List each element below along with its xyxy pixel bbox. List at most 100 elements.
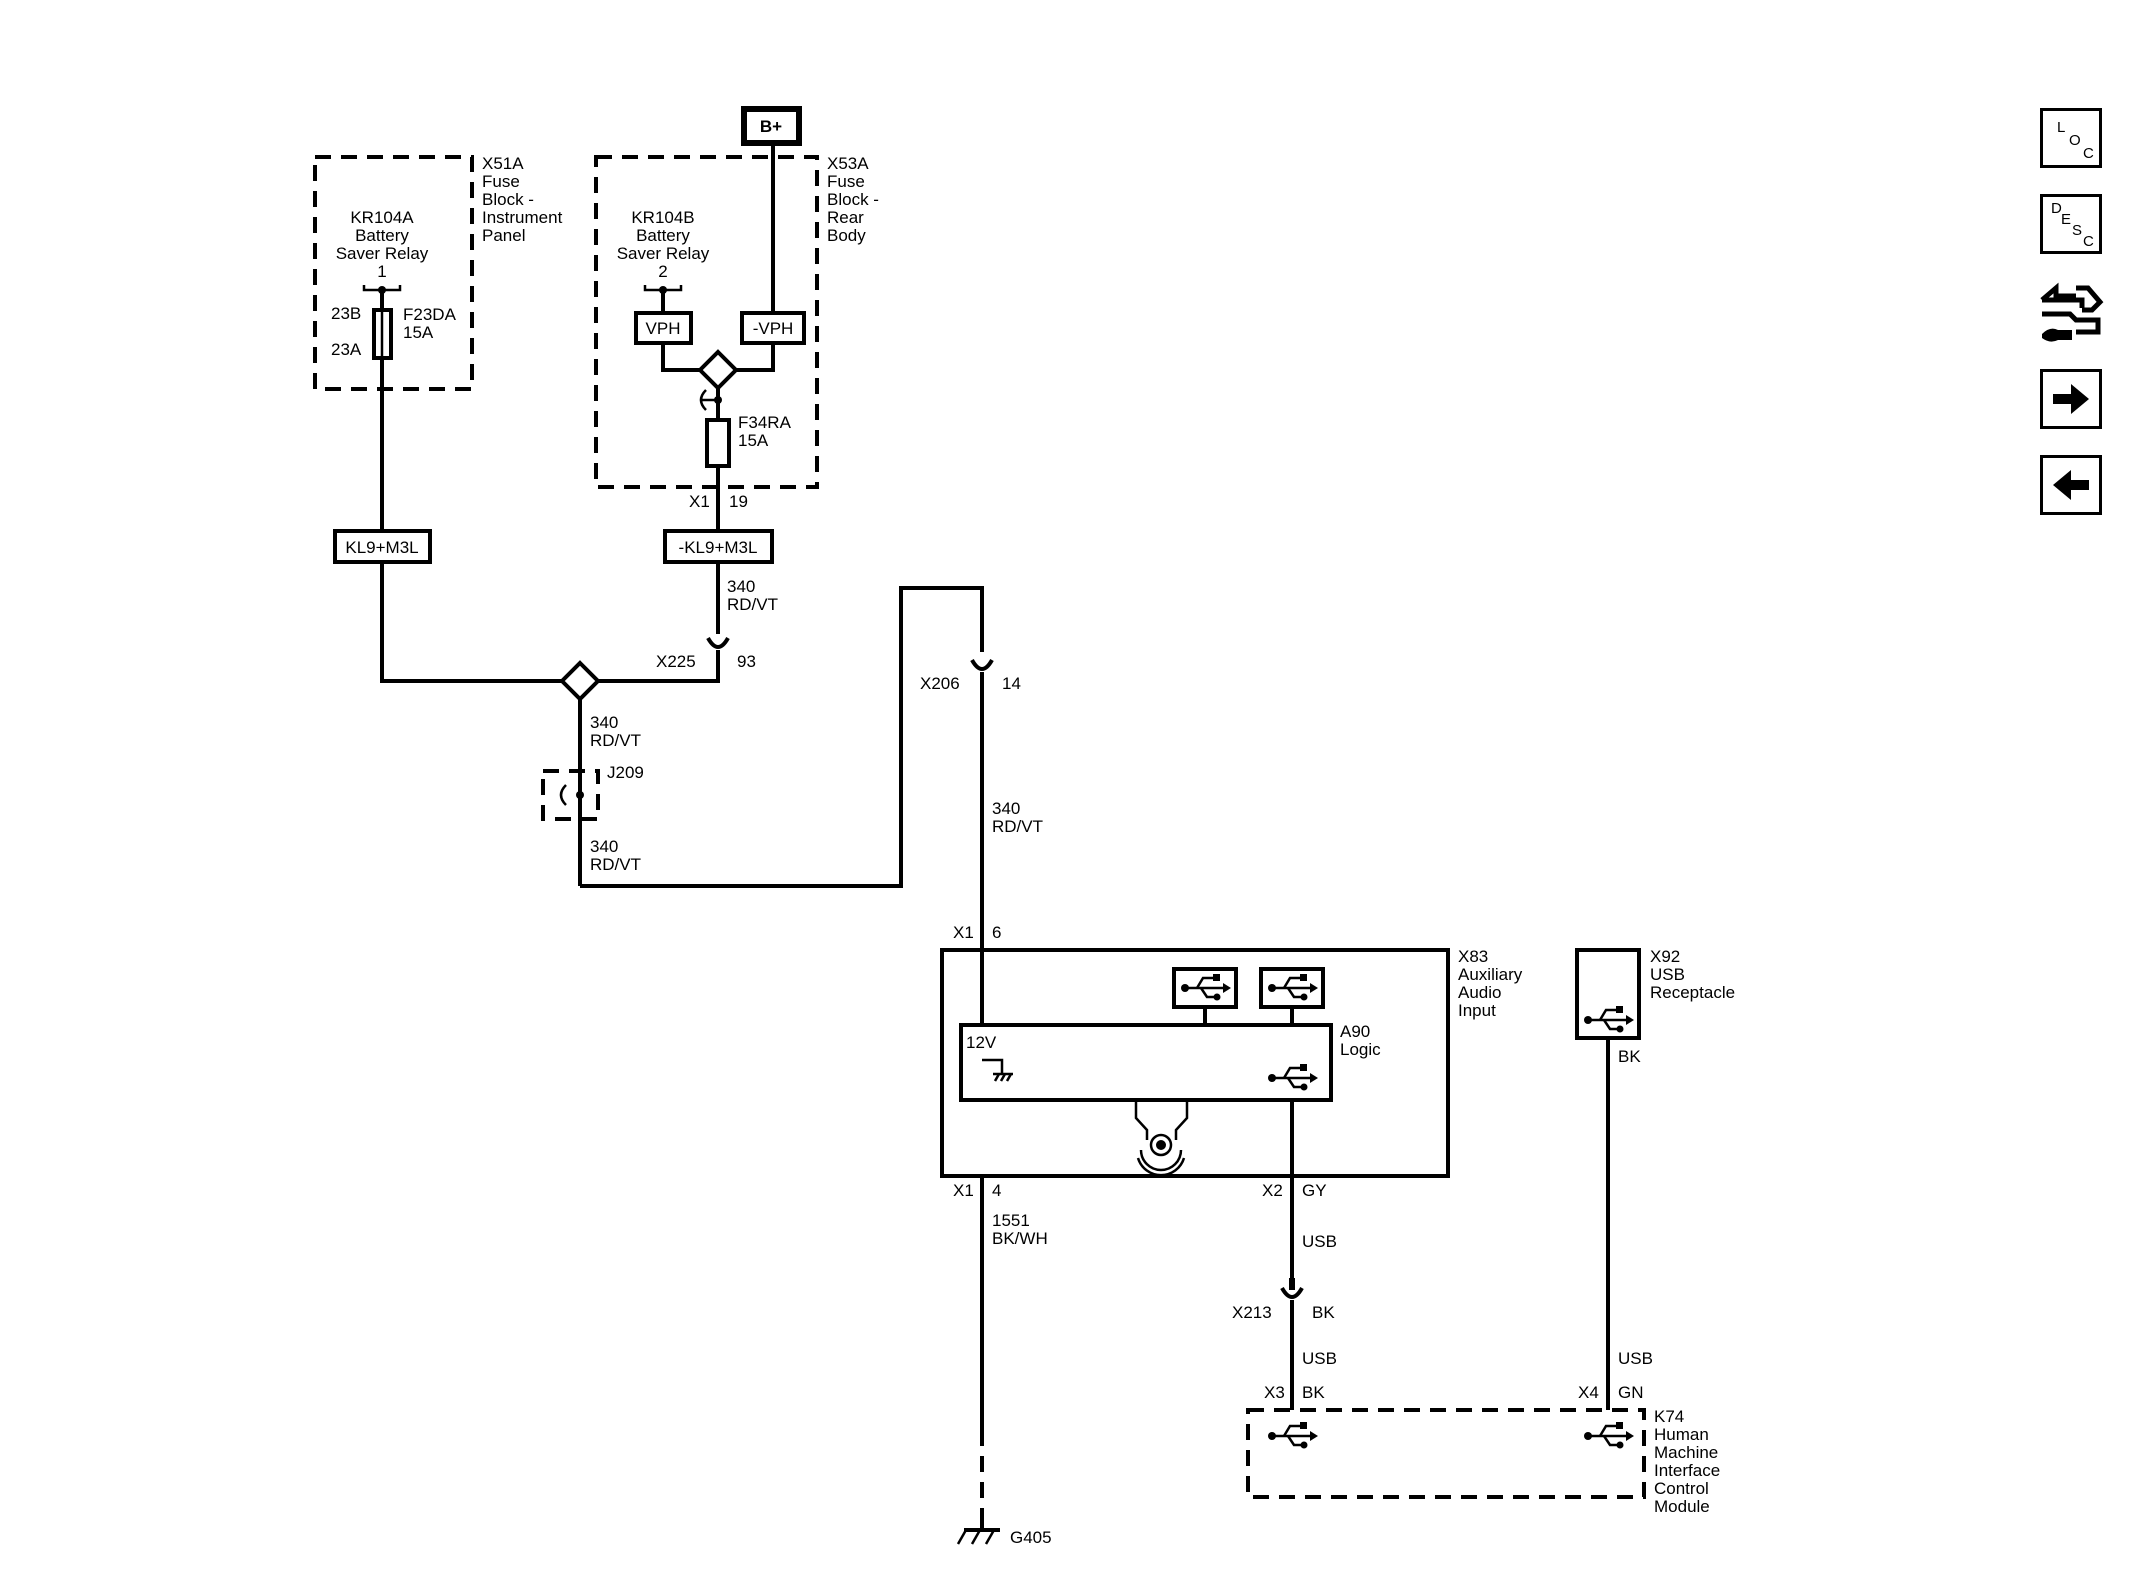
fuse-f23da-label: F23DA xyxy=(403,305,457,324)
battery-label: B+ xyxy=(760,117,782,136)
x83-x2: X2 xyxy=(1262,1181,1283,1200)
k74-line2: Human xyxy=(1654,1425,1709,1444)
x92-wire-color: BK xyxy=(1618,1047,1641,1066)
hmi-module-k74: X3 BK X4 GN K74 Human Machine Interface … xyxy=(1246,1383,1720,1516)
circuit-340-d-color: RD/VT xyxy=(992,817,1043,836)
circuit-340-a-color: RD/VT xyxy=(727,595,778,614)
k74-x3-pin: BK xyxy=(1302,1383,1325,1402)
fuse-f34ra-icon xyxy=(705,418,731,468)
usb-icon xyxy=(1266,1420,1320,1450)
desc-letter-c: C xyxy=(2083,233,2094,250)
fuse-f34ra-label: F34RA xyxy=(738,413,792,432)
x225-id: X225 xyxy=(656,652,696,671)
ground-label: G405 xyxy=(1010,1528,1052,1547)
ground-g405-icon xyxy=(956,1520,1000,1545)
usb-wire-c: USB xyxy=(1618,1349,1653,1368)
k74-line5: Control xyxy=(1654,1479,1709,1498)
x213-id: X213 xyxy=(1232,1303,1272,1322)
splice-diamond-icon xyxy=(697,349,739,391)
circuit-340-b-color: RD/VT xyxy=(590,731,641,750)
previous-page-button[interactable] xyxy=(2040,455,2102,515)
power-mode-right: -KL9+M3L xyxy=(679,538,758,557)
desc-letter-e: E xyxy=(2061,211,2072,228)
x213-pin: BK xyxy=(1312,1303,1335,1322)
loc-letter-l: L xyxy=(2057,119,2066,136)
x206-id: X206 xyxy=(920,674,960,693)
a90-label: A90 xyxy=(1340,1022,1370,1041)
x51a-line3: Instrument xyxy=(482,208,563,227)
x53a-line2: Block - xyxy=(827,190,879,209)
aux-audio-input-x83: X1 6 X83 Auxiliary Audio Input A90 Logic… xyxy=(940,923,1523,1200)
usb-receptacle-x92: X92 USB Receptacle BK xyxy=(1575,947,1735,1066)
internal-ground-icon xyxy=(982,1058,1004,1074)
x83-line3: Audio xyxy=(1458,983,1501,1002)
desc-button[interactable]: D E S C xyxy=(2040,194,2102,254)
k74-x4: X4 xyxy=(1578,1383,1599,1402)
k74-x4-pin: GN xyxy=(1618,1383,1644,1402)
x53a-line4: Body xyxy=(827,226,866,245)
next-page-button[interactable] xyxy=(2040,369,2102,429)
x51a-id: X51A xyxy=(482,154,524,173)
power-mode-left: KL9+M3L xyxy=(345,538,418,557)
x83-x1-top-pin: 6 xyxy=(992,923,1001,942)
previous-page-arrow-icon xyxy=(2053,470,2089,500)
usb-wire-b: USB xyxy=(1302,1349,1337,1368)
usb-wire-a: USB xyxy=(1302,1232,1337,1251)
loc-button[interactable]: L O C xyxy=(2040,108,2102,168)
x83-x1-bottom-pin: 4 xyxy=(992,1181,1001,1200)
circuit-340-a-num: 340 xyxy=(727,577,755,596)
k74-x3: X3 xyxy=(1264,1383,1285,1402)
connector-end-view-icon[interactable] xyxy=(2036,280,2106,348)
kr104b-line2: Battery xyxy=(636,226,690,245)
k74-line4: Interface xyxy=(1654,1461,1720,1480)
kr104a-line3: Saver Relay xyxy=(336,244,429,263)
inline-connector-x206-icon xyxy=(970,658,994,671)
desc-letter-s: S xyxy=(2072,222,2083,239)
a90-sub: Logic xyxy=(1340,1040,1381,1059)
j209-label: J209 xyxy=(607,763,644,782)
fuse-block-x51a: X51A Fuse Block - Instrument Panel KR104… xyxy=(313,154,563,391)
kr104b-line1: KR104B xyxy=(631,208,694,227)
x83-line2: Auxiliary xyxy=(1458,965,1523,984)
k74-line1: K74 xyxy=(1654,1407,1684,1426)
fuse-f34ra-rating: 15A xyxy=(738,431,769,450)
usb-icon xyxy=(1582,1420,1636,1450)
x92-line2: USB xyxy=(1650,965,1685,984)
loc-letter-c: C xyxy=(2083,145,2094,162)
x53a-line1: Fuse xyxy=(827,172,865,191)
a90-logic-box xyxy=(959,1023,1333,1102)
kr104b-line3: Saver Relay xyxy=(617,244,710,263)
kr104a-pin: 1 xyxy=(377,262,386,281)
kr104b-pin: 2 xyxy=(658,262,667,281)
circuit-1551-num: 1551 xyxy=(992,1211,1030,1230)
x83-line1: X83 xyxy=(1458,947,1488,966)
x53a-line3: Rear xyxy=(827,208,864,227)
audio-jack-icon xyxy=(1134,1100,1189,1140)
x225-pin: 93 xyxy=(737,652,756,671)
x83-x1-top: X1 xyxy=(953,923,974,942)
circuit-340-c-color: RD/VT xyxy=(590,855,641,874)
x51a-line4: Panel xyxy=(482,226,525,245)
jumper-j209-box xyxy=(541,769,600,821)
circuit-340-d-num: 340 xyxy=(992,799,1020,818)
power-mode-right-box xyxy=(663,529,774,564)
k74-line6: Module xyxy=(1654,1497,1710,1516)
inline-connector-x213-icon xyxy=(1280,1286,1304,1299)
fuse-block-x53a: X53A Fuse Block - Rear Body KR104B Batte… xyxy=(594,154,879,489)
splice-diamond-icon xyxy=(559,660,601,702)
x83-x1-bottom: X1 xyxy=(953,1181,974,1200)
vph-label: VPH xyxy=(646,319,681,338)
loc-letter-o: O xyxy=(2069,132,2081,149)
kr104a-pin-23b: 23B xyxy=(331,304,361,323)
x83-line4: Input xyxy=(1458,1001,1496,1020)
x83-x2-pin: GY xyxy=(1302,1181,1327,1200)
circuit-1551-color: BK/WH xyxy=(992,1229,1048,1248)
circuit-340-b-num: 340 xyxy=(590,713,618,732)
x92-line1: X92 xyxy=(1650,947,1680,966)
x206-pin: 14 xyxy=(1002,674,1021,693)
x53a-id: X53A xyxy=(827,154,869,173)
diode-icon xyxy=(699,389,718,411)
x51a-line1: Fuse xyxy=(482,172,520,191)
kr104a-line2: Battery xyxy=(355,226,409,245)
